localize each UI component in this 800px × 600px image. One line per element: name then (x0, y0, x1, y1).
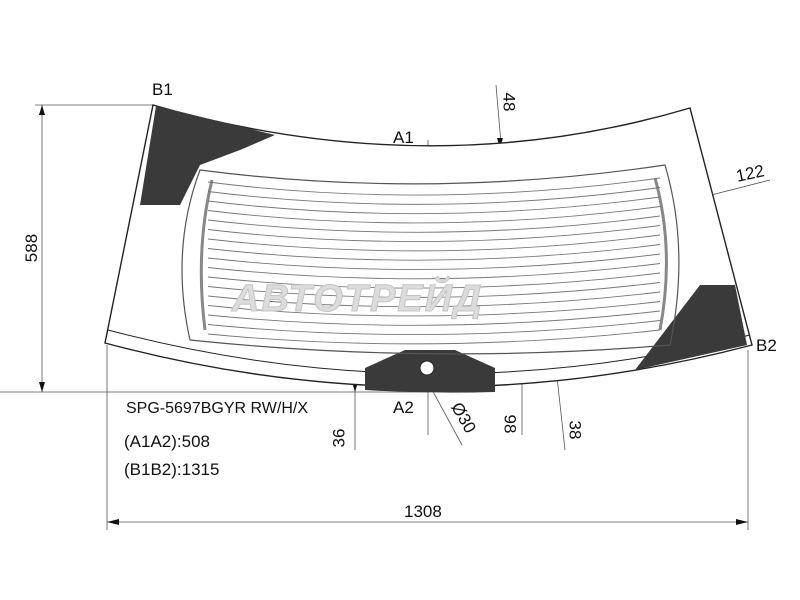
heater-line (207, 234, 661, 252)
dim-bottom-38: 38 (565, 420, 585, 440)
point-a1-label: A1 (393, 128, 414, 147)
dim-bottom-98: 98 (500, 414, 520, 434)
heater-line (207, 206, 661, 224)
heater-line (207, 272, 661, 289)
heater-line (207, 291, 661, 308)
heater-line (207, 215, 661, 233)
dim-bottom-36: 36 (329, 428, 349, 448)
heater-line (207, 187, 661, 205)
heater-busbar-left (199, 179, 214, 331)
heater-line (207, 177, 661, 196)
dim-width: 1308 (404, 502, 442, 521)
heater-lines (207, 177, 661, 345)
heater-line (207, 282, 661, 298)
heater-line (207, 225, 661, 243)
heater-line (207, 244, 661, 261)
heater-line (207, 196, 661, 215)
mount-hole (419, 360, 435, 376)
ceramic-blocks (140, 106, 747, 393)
heater-line (207, 310, 661, 326)
a1a2-distance: (A1A2):508 (124, 432, 210, 451)
heater-line (207, 320, 661, 336)
heater-line (207, 301, 661, 317)
glass-outline (104, 104, 753, 388)
b1b2-distance: (B1B2):1315 (124, 460, 220, 479)
dim-top-margin: 48 (499, 92, 519, 112)
heater-busbar-right (653, 177, 668, 331)
dim-height: 588 (22, 233, 42, 263)
heater-line (207, 329, 661, 345)
heater-line (207, 263, 661, 280)
point-b1-label: B1 (152, 80, 173, 99)
part-code: SPG-5697BGYR RW/H/X (126, 400, 308, 417)
watermark: АВТОТРЕЙД (231, 278, 484, 321)
heater-line (207, 253, 661, 270)
point-b2-label: B2 (756, 336, 777, 355)
heater-area-outline (181, 164, 680, 355)
point-a2-label: A2 (393, 398, 414, 417)
